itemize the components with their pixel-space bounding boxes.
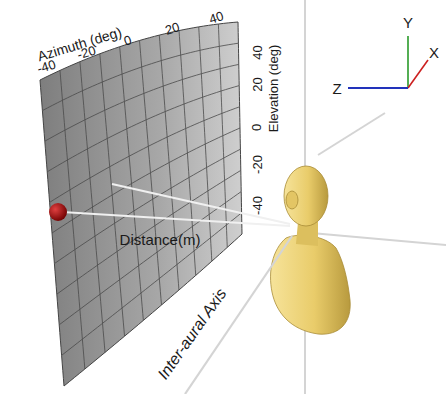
tick-label: 40: [251, 45, 264, 59]
y-axis: [407, 36, 409, 88]
surface-fill: [40, 22, 242, 386]
ray: [112, 184, 290, 224]
grid-line: [47, 86, 239, 172]
tick-label: 20: [251, 77, 264, 91]
axis-letter: Y: [403, 15, 413, 30]
grid-line: [62, 213, 242, 356]
tick-label: -20: [250, 155, 263, 174]
source-dot: [49, 203, 67, 221]
tick-label: 0: [123, 33, 134, 48]
tick-label: 40: [207, 9, 225, 26]
tick-label: -40: [250, 196, 263, 215]
grid-line: [199, 27, 212, 261]
grid-line: [218, 24, 227, 247]
tick-label: 20: [163, 20, 181, 37]
tick-label: 0: [250, 123, 263, 130]
axis-letter: Z: [332, 81, 341, 96]
grid-line: [45, 64, 239, 141]
axis-line: [318, 113, 385, 155]
grid-line: [140, 41, 162, 306]
axis-letter: X: [429, 45, 439, 60]
grid-line: [57, 170, 241, 294]
z-axis: [348, 87, 408, 89]
axis-title: Distance(m): [120, 232, 201, 247]
x-axis: [408, 60, 428, 88]
grid-line: [159, 35, 179, 290]
grid-surface: [40, 22, 242, 386]
axis-title: Elevation (deg): [267, 44, 280, 131]
grid-line: [50, 107, 240, 203]
axis-title: Inter-aural Axis: [155, 286, 229, 383]
